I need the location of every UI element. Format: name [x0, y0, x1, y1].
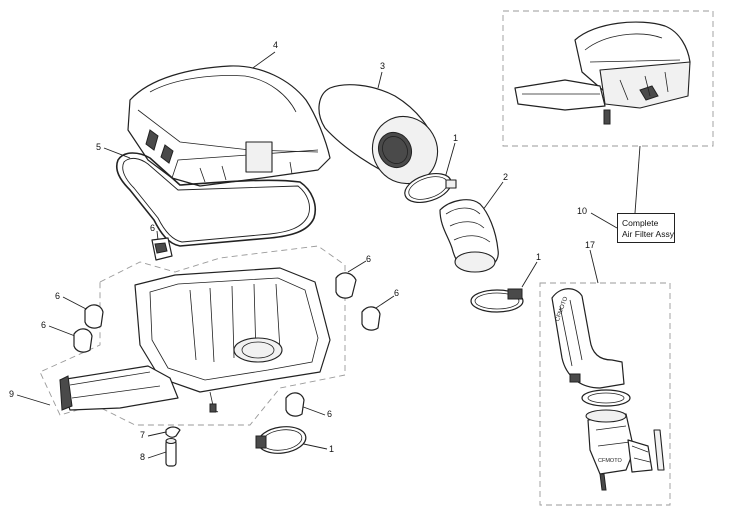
callout-10: 10: [577, 206, 588, 216]
callout-6-e: 6: [41, 320, 47, 330]
callout-6-f: 6: [327, 409, 333, 419]
complete-assembly-view: [514, 21, 691, 125]
callout-9: 9: [9, 389, 15, 399]
airbox-cover: [127, 65, 331, 187]
hose-clamp-upper: [404, 172, 457, 204]
retaining-clip-b: [335, 272, 357, 299]
callout-2: 2: [503, 172, 509, 182]
callout-6-c: 6: [55, 291, 61, 301]
intake-boot-hose: [439, 199, 499, 273]
complete-air-filter-assy-label: Complete Air Filter Assy: [617, 213, 675, 243]
hose-clamp-lower: [255, 426, 307, 454]
airbox-housing: [59, 267, 331, 413]
retaining-clip-f: [285, 392, 305, 417]
air-filter-element: [318, 84, 439, 185]
callout-4: 4: [273, 40, 279, 50]
retaining-clip-e: [73, 328, 93, 353]
intake-duct-assembly: CFMOTO CFMOTO: [551, 288, 665, 491]
retaining-clip-d: [361, 306, 381, 331]
callout-6-d: 6: [394, 288, 400, 298]
leader-lines: [16, 51, 641, 459]
airbox-group-outline: [39, 245, 346, 426]
callout-1-upper: 1: [453, 133, 459, 143]
hose-clamp-right: [470, 288, 524, 313]
callout-7: 7: [140, 430, 146, 440]
duct-brand-marking-bottom: CFMOTO: [598, 458, 622, 464]
callout-3: 3: [380, 61, 386, 71]
callout-8: 8: [140, 452, 146, 462]
complete-assy-inset-frame: [502, 10, 714, 147]
drain-clip: [165, 426, 181, 438]
callout-17: 17: [585, 240, 596, 250]
callout-1-lower: 1: [329, 444, 335, 454]
drain-tube: [165, 437, 177, 467]
intake-duct-inset-frame: [539, 282, 671, 506]
assy-label-line-2: Air Filter Assy: [622, 229, 674, 239]
callout-6-b: 6: [366, 254, 372, 264]
callout-1-right: 1: [536, 252, 542, 262]
assy-label-line-1: Complete: [622, 218, 659, 228]
airbox-gasket: [115, 152, 316, 247]
retaining-clip-a: [151, 237, 173, 261]
retaining-clip-c: [84, 304, 104, 329]
callout-5: 5: [96, 142, 102, 152]
callout-6-a: 6: [150, 223, 156, 233]
